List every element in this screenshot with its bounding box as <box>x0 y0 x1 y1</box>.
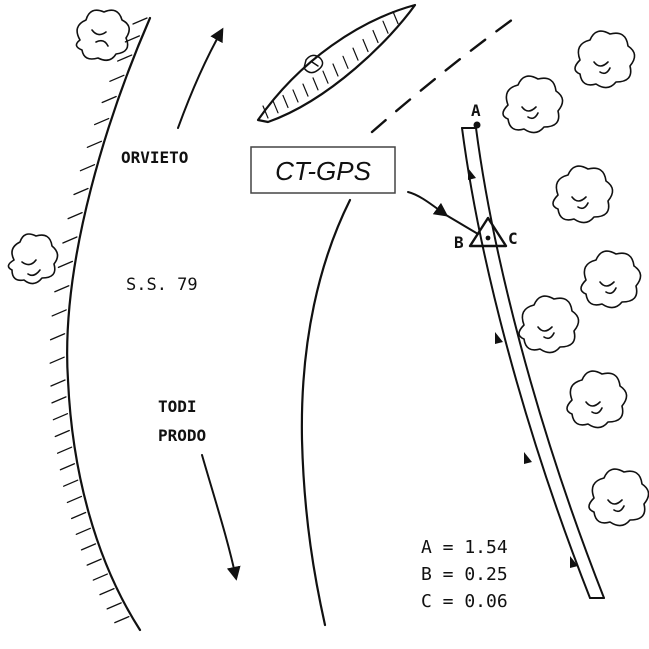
embankment-hachure <box>114 615 130 624</box>
tree-icon <box>75 9 130 62</box>
point-b-label: B <box>454 233 464 252</box>
embankment-hachure <box>352 47 359 61</box>
tree-icon <box>502 75 564 134</box>
measurement-a: A = 1.54 <box>421 537 508 558</box>
embankment-hachure <box>59 463 76 471</box>
station-pointer-arrow <box>407 191 449 217</box>
wall-tick <box>495 332 503 344</box>
embankment-hachure <box>63 479 79 487</box>
embankment-hachure <box>56 446 73 454</box>
embankment-hachure <box>49 333 66 341</box>
tree-icon <box>552 165 614 224</box>
road-label: S.S. 79 <box>126 275 198 295</box>
tree-icon <box>588 468 649 527</box>
embankment-hachure <box>282 94 289 109</box>
embankment-hachure <box>73 187 89 196</box>
embankment-hachure <box>92 573 108 581</box>
embankment-hachure <box>272 100 279 114</box>
embankment-hachure <box>109 74 125 82</box>
tree-icon <box>518 295 580 354</box>
measurement-c: C = 0.06 <box>421 591 508 612</box>
embankment-hachure <box>342 55 349 69</box>
point-c-label: C <box>508 229 518 248</box>
embankment-hachure <box>52 413 69 421</box>
south-arrow <box>201 454 241 581</box>
embankment-hachure <box>80 543 97 551</box>
retaining-wall <box>461 127 605 599</box>
tree-icon <box>580 250 642 309</box>
point-a-marker <box>473 121 481 129</box>
embankment-hachure <box>51 396 67 404</box>
wall-tick <box>524 452 532 464</box>
station-label: CT-GPS <box>275 156 371 186</box>
embankment-hachure <box>79 164 96 172</box>
embankment-hachure <box>86 558 102 566</box>
embankment-hachure <box>392 11 399 25</box>
embankment-hachure <box>54 285 70 293</box>
road-inner-edge <box>300 198 352 627</box>
embankment-hachure <box>382 20 389 34</box>
embankment-hachure <box>93 117 110 126</box>
embankment-hachure <box>117 54 133 62</box>
station-label-box <box>250 146 396 194</box>
tree-icon <box>574 30 636 89</box>
embankment-hachure <box>49 356 65 364</box>
embankment-hachure <box>332 63 339 77</box>
embankment-hachure <box>262 105 269 119</box>
point-a-label: A <box>471 101 481 120</box>
wall-tick <box>570 556 578 568</box>
embankment-hachure <box>302 83 309 97</box>
embankment-hachure <box>86 140 103 148</box>
embankment-hachure <box>292 89 299 103</box>
embankment-hachure <box>66 495 83 504</box>
measurement-b: B = 0.25 <box>421 564 508 585</box>
embankment-hachure <box>99 587 115 596</box>
embankment-hachure <box>70 511 87 520</box>
north-arrow <box>177 27 224 129</box>
orvieto-label: ORVIETO <box>121 148 188 167</box>
embankment-hachure <box>50 379 66 387</box>
embankment-hachure <box>106 602 122 610</box>
embankment-hachure <box>101 95 117 104</box>
embankment-hachure <box>57 260 74 269</box>
measurements-block: A = 1.54 B = 0.25 C = 0.06 <box>421 537 508 612</box>
dashed-boundary <box>370 12 522 134</box>
embankment-hachure <box>51 309 67 317</box>
embankment-hachure <box>132 17 148 25</box>
embankment-hachure <box>62 236 78 244</box>
gps-station <box>468 216 508 248</box>
todi-label: TODI <box>158 397 197 416</box>
embankment-hachure <box>312 77 319 91</box>
embankment-hachure <box>362 38 369 53</box>
embankment-hachure <box>322 70 329 84</box>
tree-icon <box>566 370 628 429</box>
prodo-label: PRODO <box>158 426 206 445</box>
embankment-hachure <box>67 211 83 220</box>
tree-icon <box>7 233 59 285</box>
upper-embankment <box>256 3 417 124</box>
wall-tick <box>468 168 476 180</box>
embankment-hachure <box>54 429 70 438</box>
left-embankment <box>49 16 152 632</box>
embankment-hachure <box>75 527 91 535</box>
embankment-hachure <box>372 29 379 44</box>
